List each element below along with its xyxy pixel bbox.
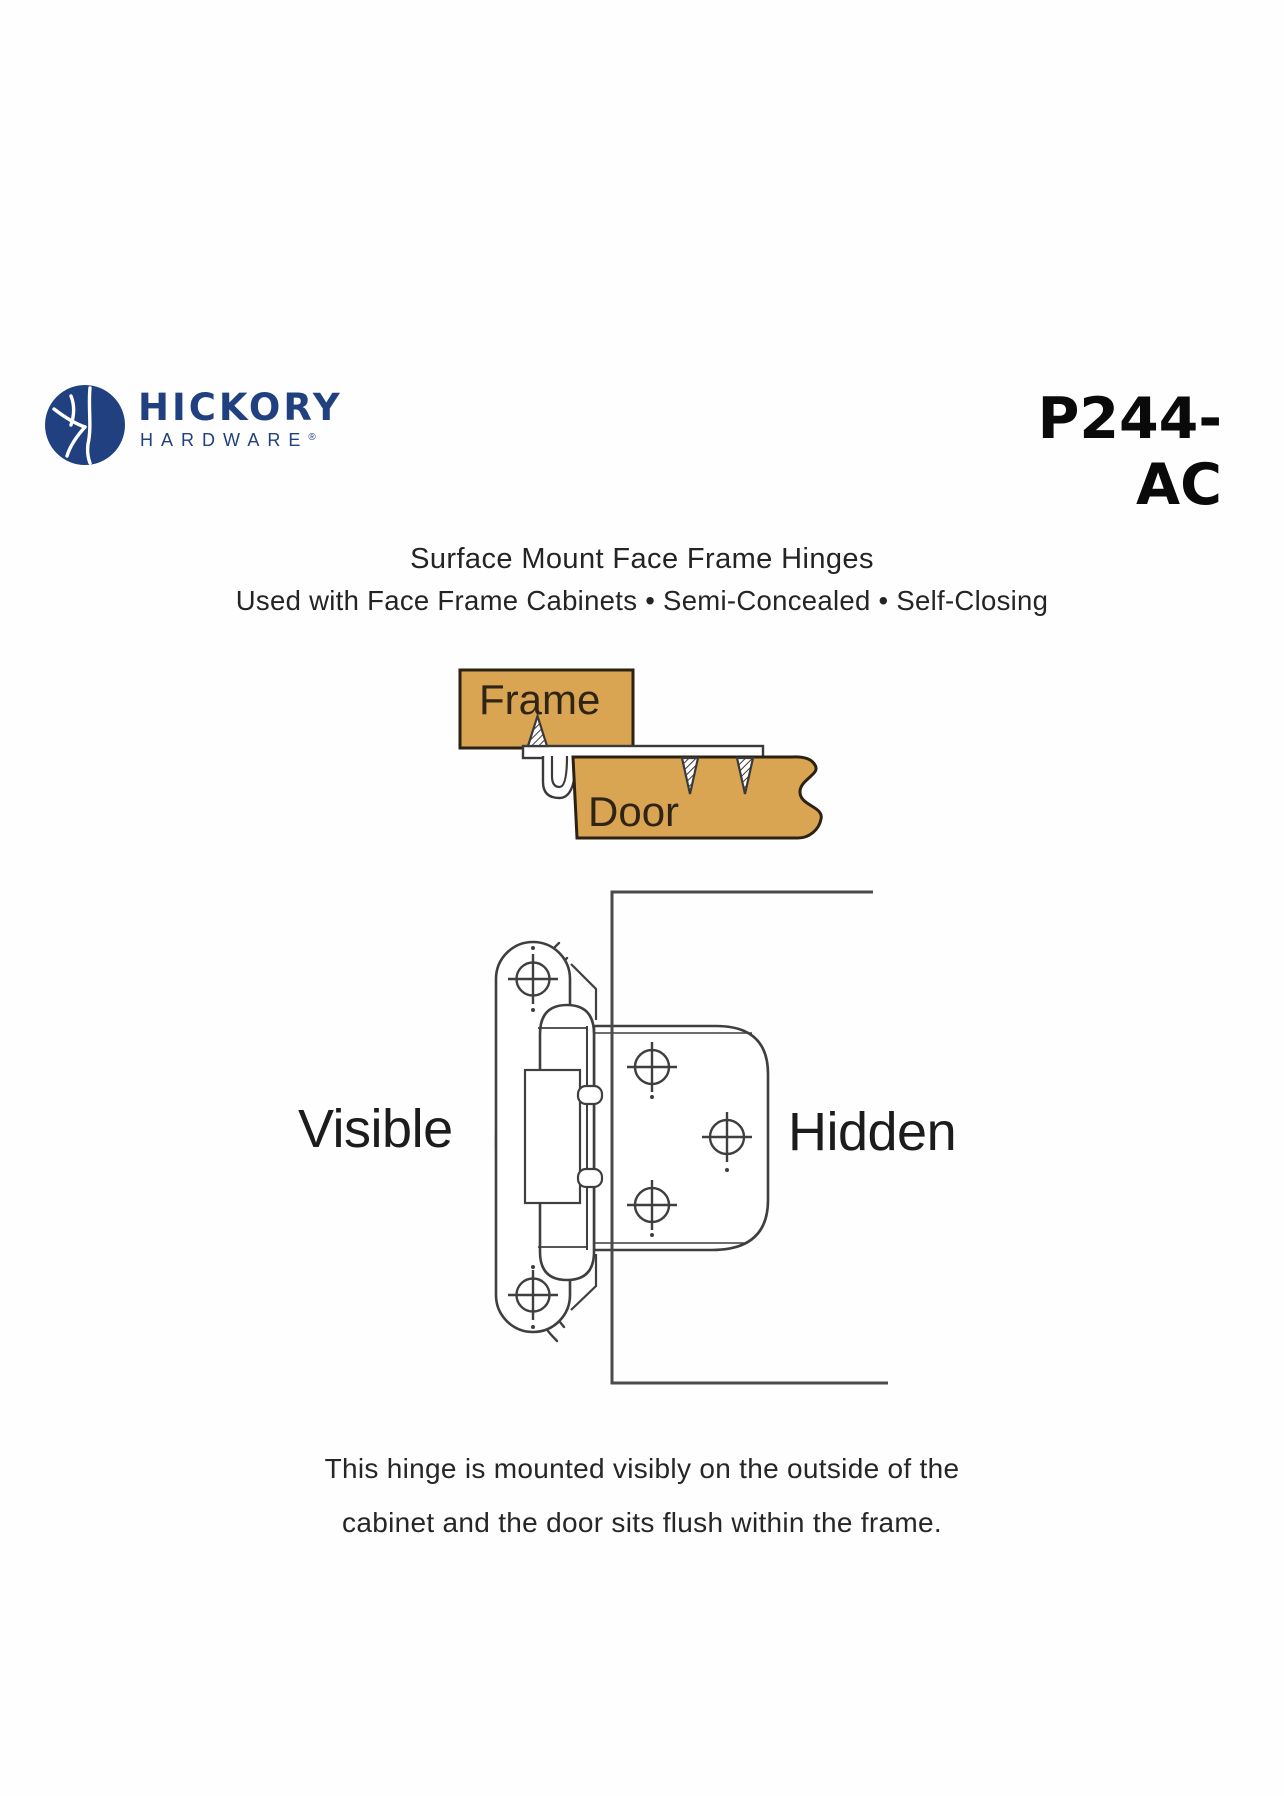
page-title: Surface Mount Face Frame Hinges (410, 543, 874, 575)
hinge-bevel-edge (570, 963, 598, 1020)
frame-board (458, 668, 635, 750)
screw-hole-icon (627, 1042, 752, 1230)
frame-label: Frame (479, 676, 601, 723)
hinge-spring-plate (523, 1068, 582, 1205)
door-screw-icon (735, 756, 755, 795)
frame-screw-icon (526, 712, 549, 748)
visible-label: Visible (298, 1099, 453, 1159)
registered-mark: ® (308, 432, 316, 443)
door-board (571, 755, 823, 840)
brand-name: HICKORY (138, 386, 343, 429)
cabinet-outline (610, 890, 888, 1385)
caption-line-1: This hinge is mounted visibly on the out… (324, 1453, 960, 1484)
hinge-hidden-leaf (592, 1024, 770, 1252)
hidden-label: Hidden (788, 1102, 957, 1162)
hinge-knuckle (576, 1167, 604, 1189)
caption-line-2: cabinet and the door sits flush within t… (342, 1507, 942, 1538)
logo-circle (45, 385, 125, 465)
punch-mark-dots (531, 946, 729, 1329)
hinge-bevel-edge (570, 1254, 598, 1311)
hinge-wrap-hook (541, 755, 578, 800)
door-screw-icon (680, 756, 700, 795)
product-code: P244-AC (1037, 386, 1222, 518)
page-subtitle: Used with Face Frame Cabinets • Semi-Con… (235, 585, 1049, 616)
frame-door-cross-section-diagram (458, 668, 823, 840)
hinge-knuckle (576, 1084, 604, 1106)
brand-subname-text: HARDWARE (140, 430, 309, 450)
brand-subname: HARDWARE® (140, 430, 316, 451)
hickory-tree-logo-icon (45, 385, 125, 465)
hinge-visible-hidden-diagram (494, 890, 888, 1385)
screw-hole-icon (508, 954, 558, 1320)
door-label: Door (588, 788, 680, 835)
hinge-wrap-hook-inner (550, 755, 569, 789)
